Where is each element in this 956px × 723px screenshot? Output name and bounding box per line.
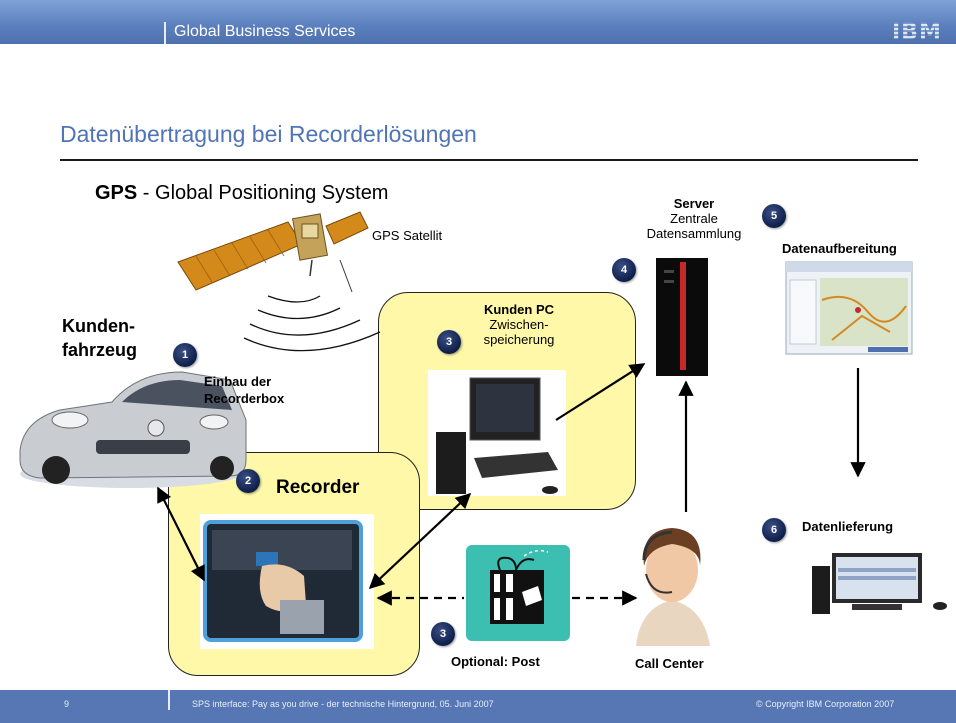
- header-bar: Global Business Services IBM: [0, 0, 956, 45]
- datenaufbereitung-label: Datenaufbereitung: [782, 241, 897, 256]
- call-center-agent-image: [626, 528, 716, 646]
- kunden-pc-line2: speicherung: [483, 332, 555, 347]
- step-badge-4: 4: [612, 258, 636, 282]
- footer-page-number: 9: [64, 699, 70, 709]
- delivery-pc-image: [812, 553, 947, 614]
- gps-satellite-label: GPS Satellit: [372, 228, 443, 243]
- step-badge-3-pc: 3: [437, 330, 461, 354]
- server-line2: Datensammlung: [646, 226, 742, 241]
- footer-bar: 9 SPS interface: Pay as you drive - der …: [0, 690, 956, 723]
- step-badge-6: 6: [762, 518, 786, 542]
- footer-copyright: © Copyright IBM Corporation 2007: [756, 699, 895, 709]
- flow-arrows: [157, 363, 866, 606]
- gps-heading: GPS - Global Positioning System: [95, 182, 388, 205]
- footer-presentation-info: SPS interface: Pay as you drive - der te…: [192, 699, 494, 709]
- desktop-pc-image: [428, 370, 566, 496]
- ibm-logo: IBM: [892, 20, 942, 45]
- recorder-photo: [200, 514, 374, 649]
- datenlieferung-label: Datenlieferung: [802, 519, 894, 534]
- kunden-pc-line1: Zwischen-: [489, 317, 549, 332]
- header-separator: [164, 22, 166, 44]
- kunden-pc-title: Kunden PC: [483, 302, 555, 317]
- server-image: [656, 258, 708, 376]
- car-image: [19, 371, 247, 488]
- step-badge-2: 2: [236, 469, 260, 493]
- report-screenshot-image: [785, 261, 913, 355]
- server-label: Server Zentrale Datensammlung: [640, 196, 748, 241]
- header-brand: Global Business Services: [174, 23, 356, 40]
- recorder-label: Recorder: [276, 477, 360, 498]
- optional-post-label: Optional: Post: [451, 654, 540, 669]
- vehicle-label: Kunden- fahrzeug: [62, 314, 137, 362]
- server-title: Server: [673, 196, 715, 211]
- step-badge-3-post: 3: [431, 622, 455, 646]
- vehicle-line2: fahrzeug: [62, 340, 138, 360]
- step-badge-5: 5: [762, 204, 786, 228]
- signal-waves: [243, 295, 381, 352]
- install-line1: Einbau der: [204, 374, 272, 389]
- title-rule: [60, 159, 918, 161]
- gps-heading-rest: - Global Positioning System: [137, 182, 389, 204]
- gps-heading-bold: GPS: [95, 182, 138, 204]
- install-label: Einbau der Recorderbox: [204, 373, 284, 407]
- call-center-label: Call Center: [635, 656, 704, 671]
- step-badge-1: 1: [173, 343, 197, 367]
- vehicle-line1: Kunden-: [62, 316, 135, 336]
- arrow-recorder-pc: [368, 492, 472, 590]
- kunden-pc-label: Kunden PC Zwischen- speicherung: [466, 302, 572, 347]
- arrow-pc-server: [555, 363, 646, 421]
- slide-title: Datenübertragung bei Recorderlösungen: [60, 121, 477, 147]
- arrow-car-recorder: [157, 486, 205, 582]
- install-line2: Recorderbox: [204, 391, 285, 406]
- footer-separator: [168, 690, 170, 710]
- post-package-icon: [466, 545, 570, 641]
- satellite-icon: [177, 211, 369, 293]
- server-line1: Zentrale: [670, 211, 718, 226]
